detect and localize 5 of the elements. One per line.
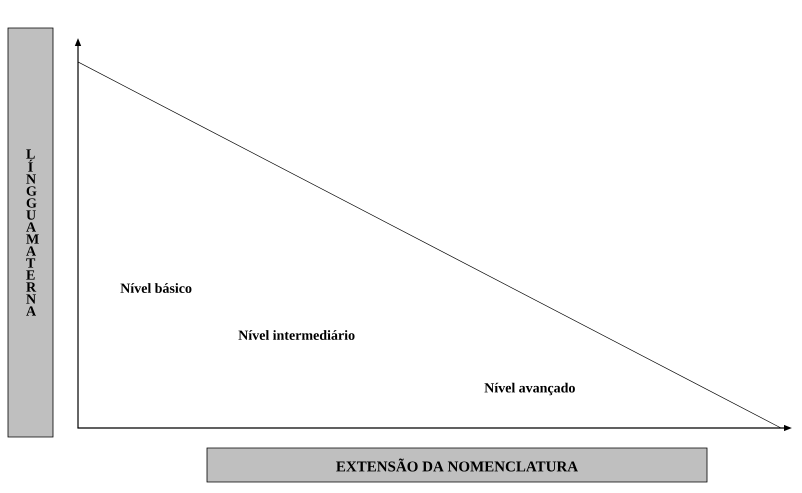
level-label: Nível intermediário: [238, 330, 355, 340]
vertical-label-box: LÍNGGUA MATERNA: [8, 28, 54, 438]
level-label: Nível avançado: [484, 382, 575, 396]
axis-label-box: EXTENSÃO DA NOMENCLATURA: [206, 448, 708, 482]
level-label: Nível básico: [120, 283, 192, 293]
